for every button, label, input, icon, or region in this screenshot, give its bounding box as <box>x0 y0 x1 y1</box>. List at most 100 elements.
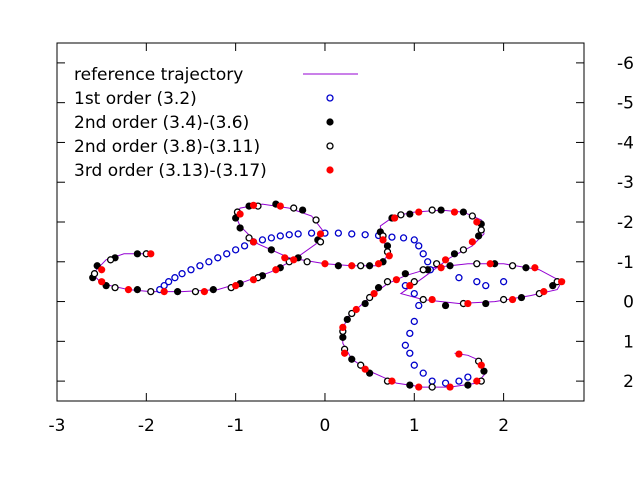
data-point <box>276 232 284 240</box>
data-point <box>441 301 450 310</box>
data-point <box>441 379 450 387</box>
data-point <box>473 278 481 286</box>
y-tick-label: -5 <box>617 94 634 114</box>
data-point <box>133 286 141 294</box>
series-layer <box>89 200 566 391</box>
data-point <box>419 369 427 377</box>
data-point <box>482 299 490 308</box>
data-point <box>477 361 485 369</box>
data-point <box>464 381 472 389</box>
data-point <box>486 260 494 268</box>
y-tick-label: 1 <box>623 332 634 352</box>
data-point <box>441 256 450 264</box>
data-point <box>558 278 566 286</box>
data-point <box>428 383 436 391</box>
y-tick-label: -2 <box>617 213 634 233</box>
data-point <box>366 262 374 270</box>
data-point <box>348 262 356 270</box>
data-point <box>312 216 320 224</box>
data-point <box>334 262 342 270</box>
data-point <box>477 226 485 234</box>
data-point <box>214 254 222 262</box>
data-point <box>410 278 418 286</box>
data-point <box>499 295 508 304</box>
data-point <box>499 278 508 286</box>
y-tick-label: -3 <box>617 173 634 193</box>
data-point <box>343 315 351 324</box>
data-point <box>473 377 481 385</box>
legend-label: 2nd order (3.8)-(3.11) <box>74 137 260 157</box>
data-point <box>383 278 392 286</box>
x-tick-label: -3 <box>49 416 66 436</box>
data-point <box>290 204 298 212</box>
data-point <box>464 373 472 381</box>
x-tick-label: 2 <box>498 416 509 436</box>
data-point <box>475 232 483 240</box>
data-point <box>258 236 267 244</box>
data-point <box>374 284 383 292</box>
data-point <box>106 256 115 264</box>
data-point <box>339 333 347 341</box>
data-point <box>276 202 284 210</box>
legend-marker <box>326 166 334 174</box>
series-4 <box>98 201 566 391</box>
data-point <box>249 238 258 246</box>
data-point <box>415 301 423 310</box>
legend-marker <box>326 142 334 150</box>
data-point <box>352 305 360 314</box>
data-point <box>522 264 530 272</box>
data-point <box>98 278 106 286</box>
data-point <box>401 270 409 278</box>
data-point <box>406 210 414 218</box>
data-point <box>419 295 427 304</box>
data-point <box>249 201 258 209</box>
data-point <box>357 361 365 369</box>
legend-label: 3rd order (3.13)-(3.17) <box>74 161 267 181</box>
data-point <box>410 236 418 244</box>
legend-label: 1st order (3.2) <box>74 89 197 109</box>
data-point <box>428 206 436 214</box>
data-point <box>455 350 463 358</box>
data-point <box>446 383 454 391</box>
data-point <box>455 274 463 282</box>
data-point <box>267 234 276 242</box>
legend-marker <box>326 94 334 102</box>
data-point <box>473 260 481 268</box>
data-point <box>406 381 414 389</box>
axis-ticks <box>56 43 584 401</box>
data-point <box>187 266 195 274</box>
data-point <box>341 349 349 357</box>
y-tick-label: -1 <box>617 253 634 273</box>
data-point <box>468 238 476 246</box>
data-point <box>385 252 393 260</box>
data-point <box>410 289 418 298</box>
data-point <box>406 349 414 357</box>
data-point <box>321 260 329 268</box>
data-point <box>334 229 343 237</box>
data-point <box>508 262 517 270</box>
data-point <box>388 377 396 385</box>
data-point <box>191 287 200 296</box>
data-point <box>450 208 459 216</box>
data-point <box>415 383 423 391</box>
data-point <box>531 264 539 272</box>
data-point <box>455 377 463 385</box>
data-point <box>459 208 468 216</box>
data-point <box>307 229 316 237</box>
y-tick-label: 2 <box>623 372 634 392</box>
series-2 <box>89 200 557 389</box>
data-point <box>173 288 182 296</box>
data-point <box>401 341 410 349</box>
data-point <box>446 262 454 270</box>
data-point <box>178 270 186 278</box>
data-point <box>339 323 347 332</box>
data-point <box>236 210 244 218</box>
data-point <box>388 233 396 241</box>
data-point <box>209 286 217 294</box>
x-tick-label: -1 <box>227 416 244 436</box>
data-point <box>165 278 173 286</box>
data-point <box>392 276 401 284</box>
